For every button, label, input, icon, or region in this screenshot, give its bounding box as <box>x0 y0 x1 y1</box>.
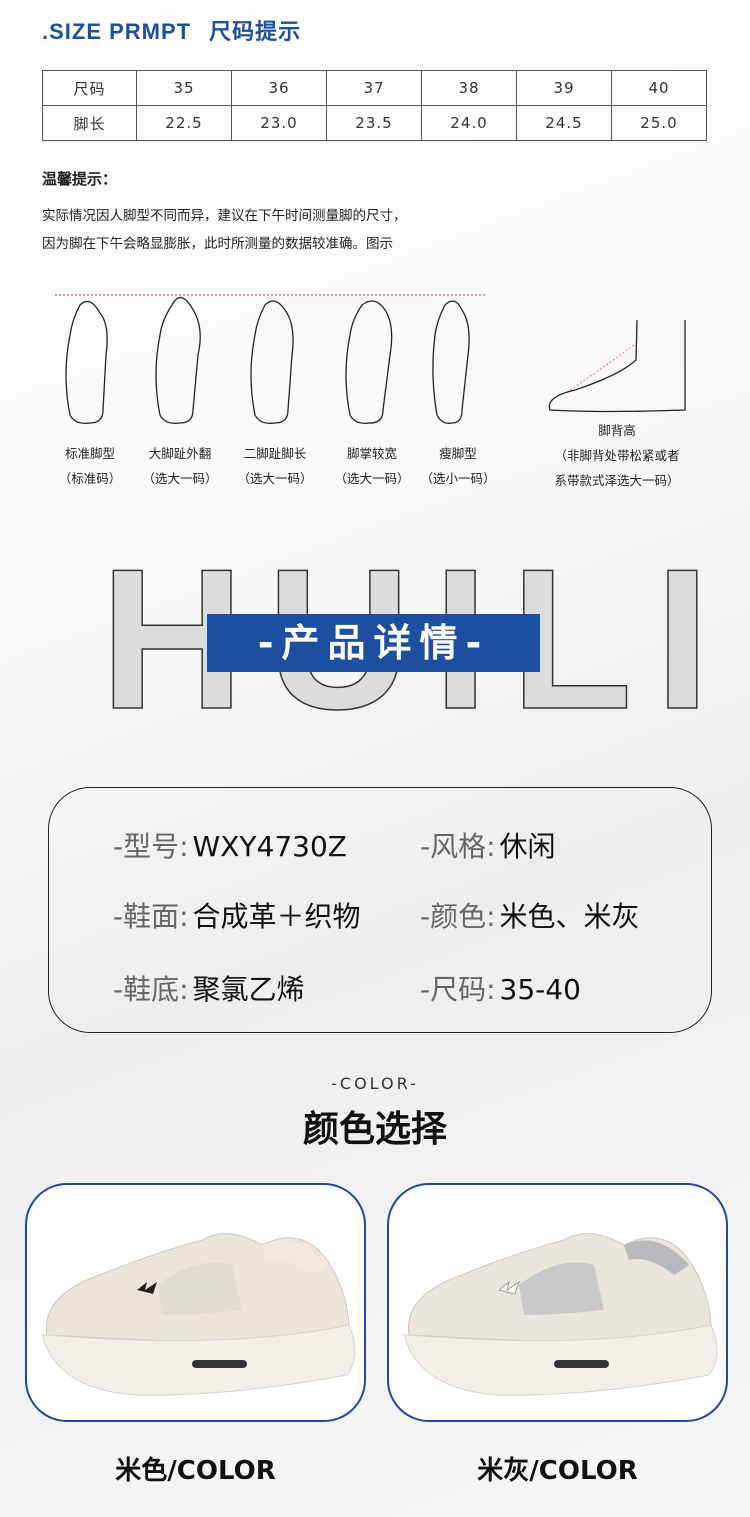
spec-value: 聚氯乙烯 <box>192 973 305 1006</box>
foot-diagrams <box>55 294 686 424</box>
shoe-collar <box>624 1240 689 1275</box>
tips-heading: 温馨提示： <box>42 170 118 188</box>
foot-type-bunion: 大脚趾外翻 （选大一码） <box>125 441 235 491</box>
foot-type-advice: （选大一码） <box>334 471 410 486</box>
spec-key: -尺码: <box>420 973 496 1006</box>
spec-key: -颜色: <box>420 900 496 933</box>
spec-upper: -鞋面:合成革＋织物 <box>113 895 361 935</box>
color-label: 米灰/COLOR <box>477 1456 638 1486</box>
table-row: 尺码 35 36 37 38 39 40 <box>42 70 707 106</box>
foot-outline-icon <box>250 300 294 424</box>
table-row: 脚长 22.5 23.0 23.5 24.0 24.5 25.0 <box>42 105 707 141</box>
foot-type-advice: （标准码） <box>58 471 122 486</box>
spec-value: 35-40 <box>499 973 581 1006</box>
shoe-mesh <box>519 1262 604 1315</box>
logo-icon <box>497 1280 520 1295</box>
spec-color: -颜色:米色、米灰 <box>420 895 640 935</box>
spec-value: 米色、米灰 <box>499 900 640 933</box>
title-cn: 尺码提示 <box>209 19 302 44</box>
specs-box <box>48 787 712 1033</box>
cell: 37 <box>326 70 422 106</box>
section-banner: -产品详情- <box>207 614 540 672</box>
color-subtitle: -COLOR- <box>331 1074 419 1093</box>
spec-size: -尺码:35-40 <box>420 968 581 1008</box>
instep-guide-line <box>569 344 635 391</box>
row-label: 脚长 <box>42 105 137 141</box>
color-option-beige-gray[interactable] <box>387 1183 728 1422</box>
title-en: .SIZE PRMPT <box>42 19 192 44</box>
cell: 23.5 <box>326 105 422 141</box>
foot-outline-icon <box>155 296 201 424</box>
foot-outline-icon <box>432 300 470 424</box>
sole-badge <box>554 1360 609 1368</box>
foot-type-name: 大脚趾外翻 <box>148 446 212 461</box>
foot-outline-icon <box>345 300 393 424</box>
foot-type-name: 瘦脚型 <box>439 446 477 461</box>
foot-type-advice: （选大一码） <box>237 471 313 486</box>
spec-value: 合成革＋织物 <box>192 900 361 933</box>
foot-type-name: 二脚趾脚长 <box>243 446 307 461</box>
cell: 23.0 <box>231 105 327 141</box>
spec-key: -鞋底: <box>113 973 189 1006</box>
spec-key: -鞋面: <box>113 900 189 933</box>
shoe-image <box>41 1233 356 1396</box>
cell: 22.5 <box>136 105 232 141</box>
spec-value: 休闲 <box>499 830 556 863</box>
tips-line: 因为脚在下午会略显膨胀，此时所测量的数据较准确。图示 <box>42 236 393 252</box>
spec-key: -风格: <box>420 830 496 863</box>
spec-sole: -鞋底:聚氯乙烯 <box>113 968 305 1008</box>
foot-type-slim: 瘦脚型 （选小一码） <box>403 441 513 491</box>
instep-foot-icon <box>548 319 686 413</box>
cell: 36 <box>231 70 327 106</box>
row-label: 尺码 <box>42 70 137 106</box>
cell: 24.0 <box>421 105 517 141</box>
color-option-beige[interactable] <box>25 1183 366 1422</box>
foot-type-standard: 标准脚型 （标准码） <box>35 441 145 491</box>
cell: 39 <box>516 70 612 106</box>
tips-line: 实际情况因人脚型不同而异，建议在下午时间测量脚的尺寸， <box>42 208 407 224</box>
cell: 24.5 <box>516 105 612 141</box>
foot-type-advice: （非脚背处带松紧或者 <box>554 448 680 463</box>
foot-type-name: 脚背高 <box>598 423 636 438</box>
foot-type-advice: （选大一码） <box>142 471 218 486</box>
foot-type-instep: 脚背高 （非脚背处带松紧或者系带款式泽选大一码） <box>527 418 707 493</box>
foot-type-long-second-toe: 二脚趾脚长 （选大一码） <box>220 441 330 491</box>
spec-model: -型号:WXY4730Z <box>113 825 347 865</box>
shoe-collar <box>262 1240 327 1275</box>
foot-type-name: 脚掌较宽 <box>346 446 397 461</box>
foot-type-advice: 系带款式泽选大一码） <box>554 473 680 488</box>
shoe-mesh <box>157 1262 242 1315</box>
page-title: .SIZE PRMPT 尺码提示 <box>42 14 301 46</box>
cell: 35 <box>136 70 232 106</box>
cell: 40 <box>611 70 707 106</box>
foot-outline-icon <box>65 300 108 424</box>
color-title: 颜色选择 <box>302 1109 447 1150</box>
foot-type-advice: （选小一码） <box>420 471 496 486</box>
spec-value: WXY4730Z <box>192 830 347 863</box>
size-table: 尺码 35 36 37 38 39 40 脚长 22.5 23.0 23.5 2… <box>42 70 707 141</box>
spec-key: -型号: <box>113 830 189 863</box>
sole-badge <box>192 1360 247 1368</box>
foot-type-wide: 脚掌较宽 （选大一码） <box>317 441 427 491</box>
color-label: 米色/COLOR <box>115 1456 276 1486</box>
foot-type-name: 标准脚型 <box>64 446 115 461</box>
logo-icon <box>137 1282 157 1294</box>
shoe-image <box>403 1233 718 1396</box>
spec-style: -风格:休闲 <box>420 825 556 865</box>
cell: 25.0 <box>611 105 707 141</box>
cell: 38 <box>421 70 517 106</box>
